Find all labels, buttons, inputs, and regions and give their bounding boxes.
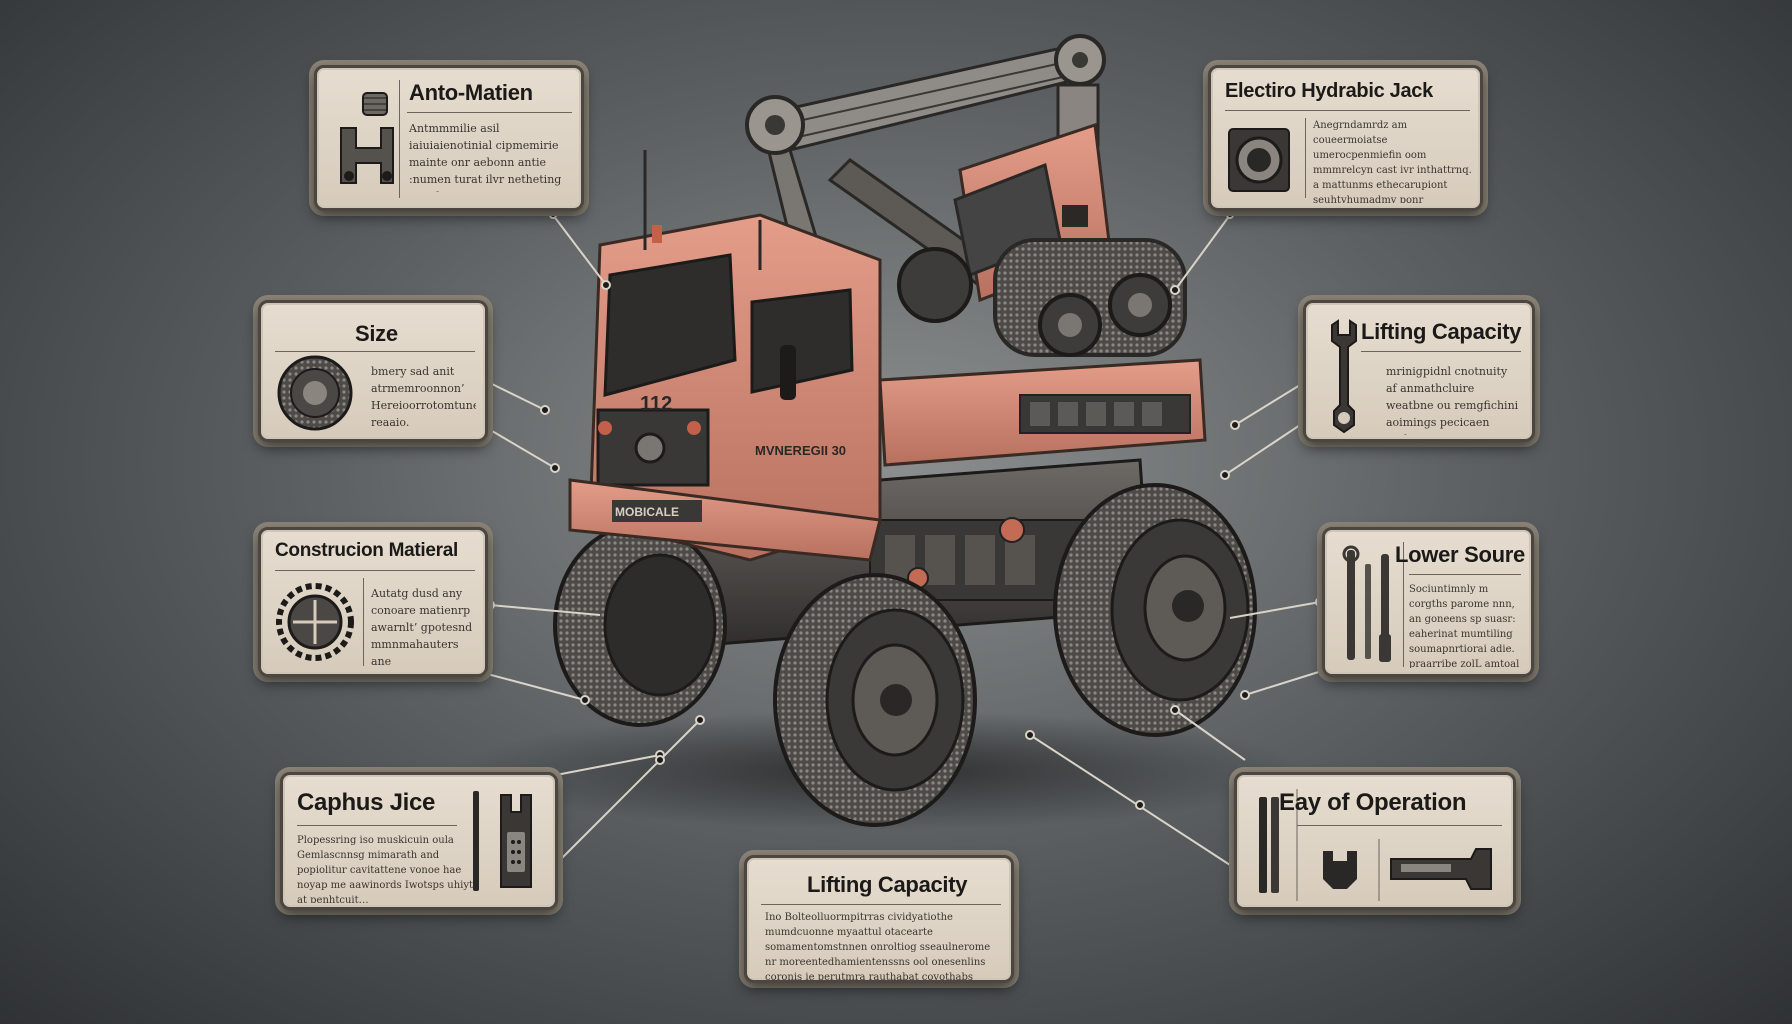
callout-body: Sociuntimnly m corgths parome nnn, an go… bbox=[1409, 584, 1520, 668]
cab-plate: 112 bbox=[640, 393, 672, 415]
crane-boom bbox=[745, 34, 1106, 302]
callout-title: Electiro Hydrabic Jack bbox=[1225, 80, 1433, 102]
callout-title: Anto-Matien bbox=[409, 80, 533, 105]
callout-title: Caphus Jice bbox=[297, 789, 436, 816]
callout-caphus-jice: Caphus Jice Plopessring iso muskicuin ou… bbox=[280, 772, 558, 910]
callout-title: Construcion Matieral bbox=[275, 540, 458, 561]
callout-lifting-capacity-right: Lifting Capacity mrinigpidnl cnotnuity a… bbox=[1303, 300, 1535, 442]
wheel-front-left bbox=[773, 573, 977, 827]
callout-body: bmery sad anit atrmemroonnon’ Hereioorro… bbox=[371, 365, 476, 429]
callout-title: Eay of Operation bbox=[1279, 789, 1467, 816]
wheel-rear-right bbox=[1053, 483, 1257, 737]
callout-title: Lifting Capacity bbox=[1361, 319, 1522, 344]
wheel-icon bbox=[277, 355, 353, 431]
clamp-icon bbox=[473, 791, 532, 891]
door-text: MVNEREGII 30 bbox=[755, 443, 846, 458]
callout-body: Ino Bolteolluormpitrras cividyatiothe mu… bbox=[765, 912, 991, 980]
wheel-rear-left bbox=[553, 523, 727, 727]
callout-lifting-capacity-bottom: Lifting Capacity Ino Bolteolluormpitrras… bbox=[744, 855, 1014, 983]
leader-lines bbox=[479, 211, 1326, 866]
tools-icon bbox=[1342, 545, 1391, 662]
gear-bracket-icon bbox=[340, 92, 394, 184]
callout-electro-hydrabic-jack: Electiro Hydrabic Jack Anegrndamrdz am c… bbox=[1208, 65, 1483, 211]
callout-anto-matien: Anto-Matien Antmmmilie asil iaiuiaienoti… bbox=[314, 65, 584, 211]
callout-body: Anegrndamrdz am coueermoiatse umerocpenm… bbox=[1313, 120, 1472, 203]
callout-eay-of-operation: Eay of Operation bbox=[1234, 772, 1516, 910]
callout-title: Lower Soure bbox=[1395, 542, 1525, 567]
callout-body: Antmmmilie asil iaiuiaienotinial cipmemi… bbox=[409, 122, 571, 192]
grille-text: MOBICALE bbox=[615, 505, 679, 519]
callout-size: Size bmery sad anit atrmemroonnon’ Herei… bbox=[258, 300, 488, 442]
callout-body: mrinigpidnl cnotnuity af anmathcluire we… bbox=[1386, 365, 1519, 435]
callout-title: Lifting Capacity bbox=[807, 872, 968, 897]
gear-icon bbox=[276, 583, 354, 661]
crane-house bbox=[897, 122, 1187, 357]
wrench-icon bbox=[1331, 319, 1357, 434]
callout-title: Size bbox=[355, 321, 398, 346]
callout-body: Autatg dusd any conoare matienrp awarnlt… bbox=[371, 587, 473, 667]
callout-body: Plopessring iso muskicuin oula Gemlascnn… bbox=[297, 835, 474, 903]
callout-lower-soure: Lower Soure Sociuntimnly m corgths parom… bbox=[1322, 527, 1534, 677]
vehicle-cab bbox=[568, 150, 882, 562]
vehicle-deck bbox=[878, 358, 1207, 467]
bearing-icon bbox=[1228, 128, 1290, 192]
callout-construcion-matieral: Construcion Matieral Autatg dusd any con… bbox=[258, 527, 488, 677]
operation-tools-icon bbox=[1259, 789, 1492, 901]
